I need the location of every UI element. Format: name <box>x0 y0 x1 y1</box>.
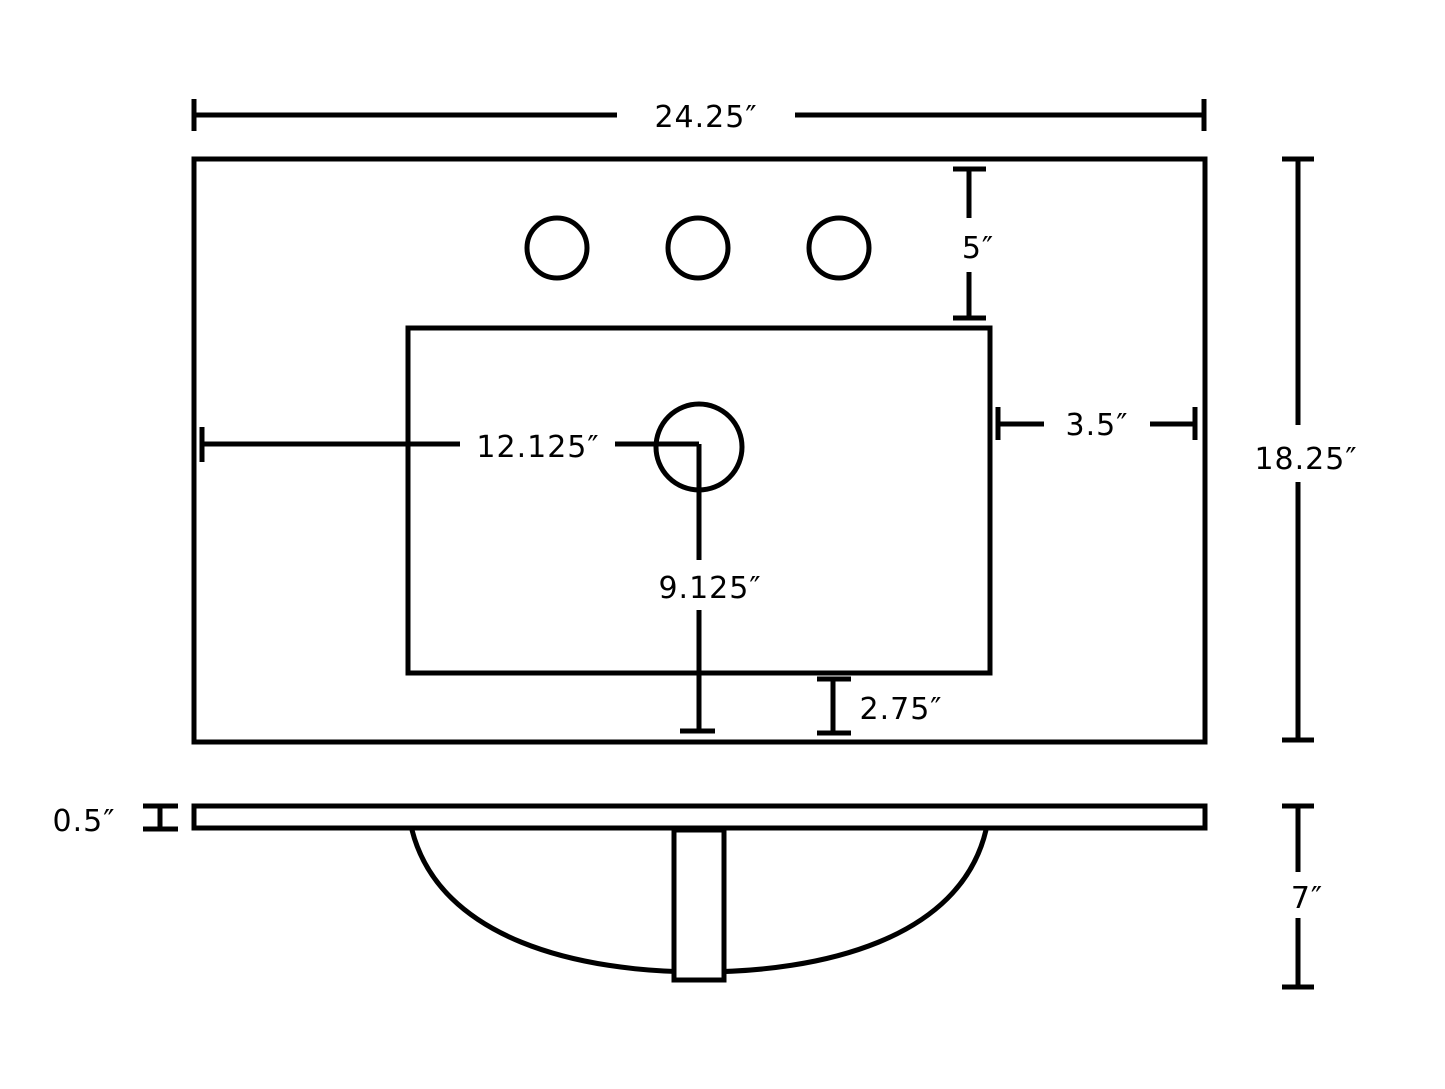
faucet-hole-left <box>524 215 590 281</box>
bowl-depth-label: 7″ <box>1291 881 1323 916</box>
countertop-outline <box>191 156 1208 745</box>
drain-from-front-label: 9.125″ <box>658 571 761 606</box>
faucet-hole-right <box>806 215 872 281</box>
dim-bowl-to-front-edge: 2.75″ <box>817 676 942 736</box>
side-view <box>191 803 1208 983</box>
dim-drain-from-left: 12.125″ <box>199 427 699 465</box>
overall-depth-label: 18.25″ <box>1254 442 1357 477</box>
bowl-to-right-edge-label: 3.5″ <box>1066 408 1129 443</box>
dim-overall-depth: 18.25″ <box>1254 156 1357 743</box>
dim-bowl-to-right-edge: 3.5″ <box>995 407 1198 443</box>
faucet-hole-center <box>665 215 731 281</box>
top-thickness-label: 0.5″ <box>53 804 116 839</box>
dim-top-thickness: 0.5″ <box>53 803 178 839</box>
dim-faucet-to-bowl: 5″ <box>953 166 994 321</box>
countertop-slab <box>191 803 1208 831</box>
drain-pipe <box>671 827 727 983</box>
overall-width-label: 24.25″ <box>654 100 757 135</box>
dim-overall-width: 24.25″ <box>191 99 1207 135</box>
bowl-to-front-edge-label: 2.75″ <box>859 692 942 727</box>
dim-drain-from-front: 9.125″ <box>658 444 761 734</box>
dim-bowl-depth: 7″ <box>1282 803 1323 990</box>
drain-from-left-label: 12.125″ <box>476 430 599 465</box>
faucet-to-bowl-label: 5″ <box>962 231 994 266</box>
